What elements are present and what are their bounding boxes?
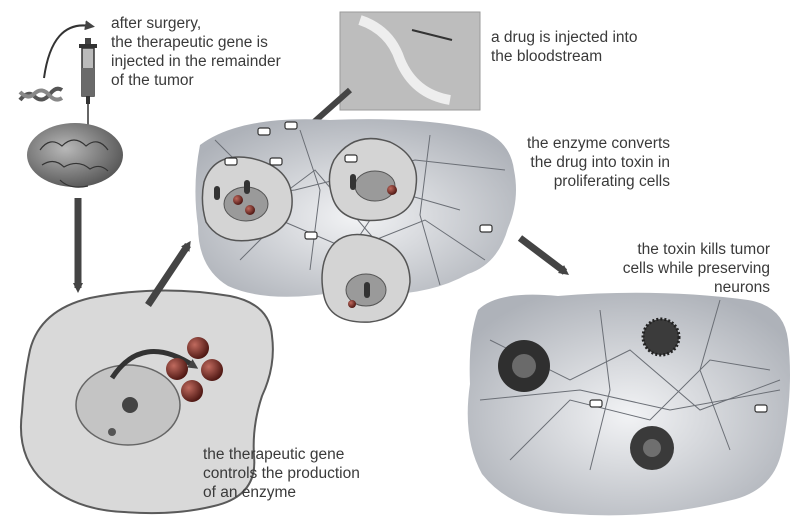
caption-toxin-kills: the toxin kills tumor cells while preser…	[565, 240, 770, 297]
neural-tissue-with-tumor-cells	[195, 119, 516, 322]
caption-after-surgery: after surgery, the therapeutic gene is i…	[111, 14, 321, 90]
dead-tumor-cell-2	[643, 319, 679, 355]
tumor-cell-left	[202, 157, 292, 241]
syringe-icon	[79, 38, 97, 126]
arrow-tissue-to-result	[520, 238, 565, 272]
caption-enzyme-converts: the enzyme converts the drug into toxin …	[470, 134, 670, 191]
caption-drug-injected: a drug is injected into the bloodstream	[491, 28, 691, 66]
neural-tissue-after-treatment	[468, 293, 790, 516]
tumor-cell-right	[329, 139, 416, 221]
caption-gene-controls: the therapeutic gene controls the produc…	[203, 445, 403, 502]
dead-tumor-cell-1	[498, 340, 550, 392]
brain-tumor-illustration	[27, 123, 123, 187]
dead-tumor-cell-3	[630, 426, 674, 470]
dna-helix-icon	[20, 89, 62, 100]
drug-injection-photo	[340, 12, 480, 110]
